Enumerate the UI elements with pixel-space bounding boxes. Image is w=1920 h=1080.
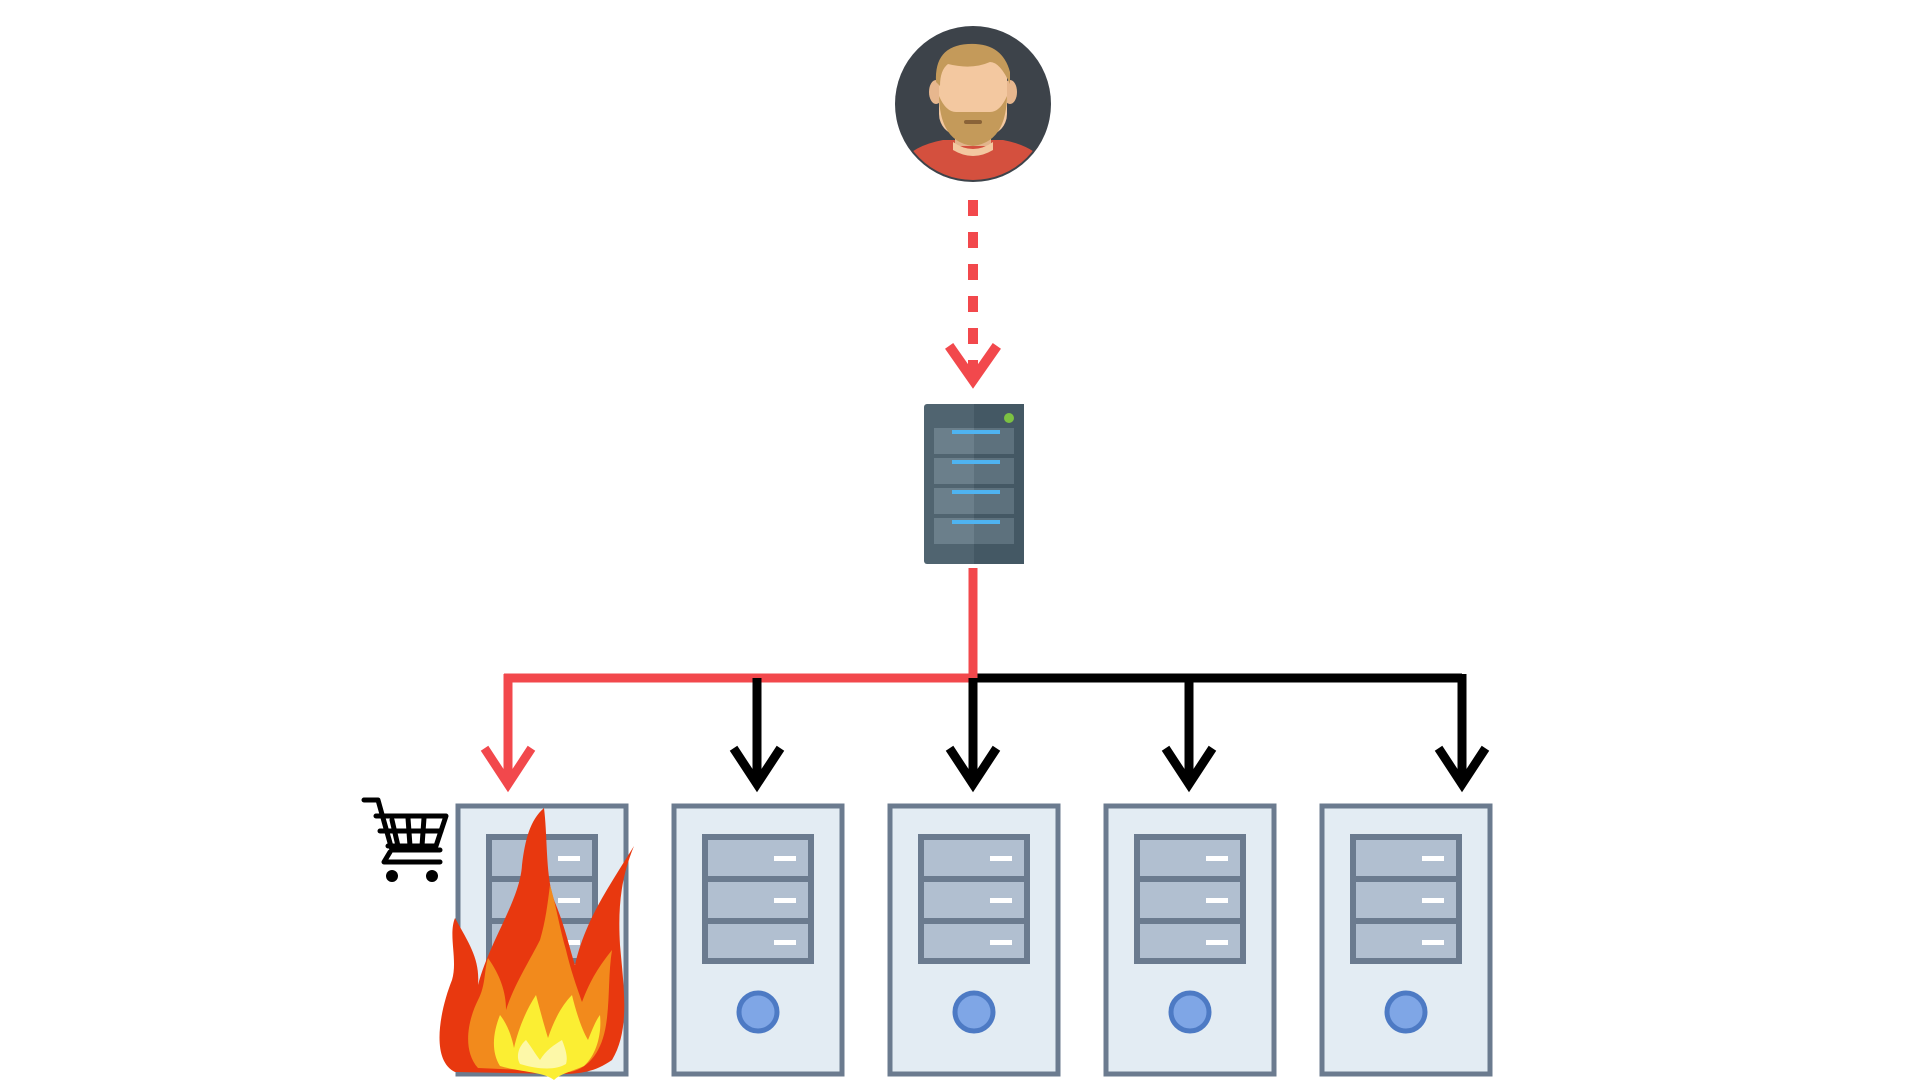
shopping-cart-icon [361, 797, 449, 882]
branch-arrow-2 [729, 678, 785, 793]
user-avatar-icon [895, 26, 1051, 182]
fire-icon [439, 808, 634, 1080]
load-balancer-server-icon [924, 404, 1024, 564]
branch-arrow-5 [1434, 674, 1490, 793]
branch-arrow-4 [1161, 678, 1217, 793]
distribution-lines [504, 568, 1462, 683]
tower-server-3-icon [887, 803, 1061, 1077]
branch-arrow-3 [945, 678, 1001, 793]
request-arrow [945, 200, 1001, 389]
tower-server-4-icon [1103, 803, 1277, 1077]
tower-server-5-icon [1319, 803, 1493, 1077]
branch-arrow-1 [480, 674, 536, 793]
tower-server-2-icon [671, 803, 845, 1077]
